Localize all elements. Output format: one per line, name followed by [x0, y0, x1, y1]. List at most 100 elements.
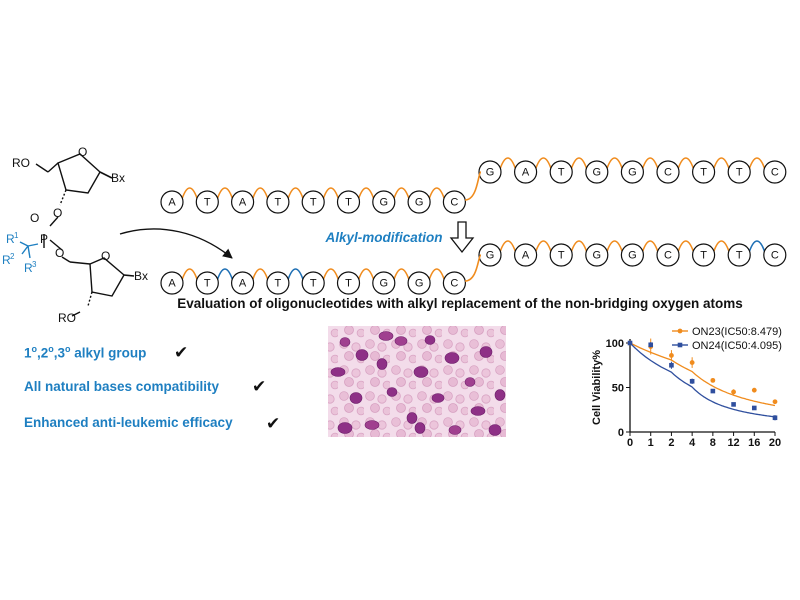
nucleotide-label: C — [664, 250, 672, 262]
feature-bases: All natural bases compatibility — [24, 379, 220, 394]
bond — [99, 171, 113, 179]
strand-link — [180, 187, 200, 203]
strand-link — [250, 187, 270, 203]
nucleotide-bead: A — [231, 271, 255, 295]
strand-link — [356, 187, 376, 203]
nucleotide-label: T — [345, 278, 352, 290]
nucleotide-bead: T — [549, 160, 573, 184]
fit-curve-2 — [629, 342, 776, 418]
r2-label: R — [2, 253, 11, 267]
nucleotide-bead: G — [620, 243, 645, 267]
linker-oxygen-bottom: O — [55, 246, 64, 260]
leukemic-cell — [386, 387, 398, 397]
nucleotide-bead: G — [478, 243, 502, 267]
x-tick-label: 1 — [648, 437, 654, 449]
nucleotide-bead: A — [160, 271, 184, 295]
nucleotide-bead: A — [160, 190, 184, 214]
dinucleotide-structure — [19, 153, 135, 317]
nucleotide-bead: C — [763, 160, 787, 184]
x-tick-label: 4 — [689, 437, 696, 449]
fit-curve-1 — [629, 342, 776, 407]
nucleotide-label: C — [771, 250, 779, 262]
nucleotide-label: T — [345, 197, 352, 209]
bond — [47, 162, 59, 173]
strand-link — [356, 268, 376, 284]
nucleotide-label: C — [664, 167, 672, 179]
leukemic-cell — [378, 331, 394, 341]
r3-label: R — [24, 261, 33, 275]
data-point — [627, 340, 633, 346]
nucleotide-bead: G — [372, 190, 396, 214]
feature-alkyl-group: 1o,2o,3o alkyl group — [24, 344, 147, 361]
strand-link — [250, 268, 270, 284]
leukemic-cell — [337, 422, 353, 434]
ro-top-label: RO — [12, 156, 30, 170]
bx-top-label: Bx — [111, 171, 125, 185]
leukemic-cell — [444, 352, 460, 364]
strand-link — [569, 240, 589, 256]
leukemic-cell — [488, 424, 502, 436]
strand-link — [747, 240, 767, 256]
nucleotide-label: G — [593, 167, 602, 179]
nucleotide-label: T — [700, 167, 707, 179]
ring-oxygen-bottom: O — [101, 249, 110, 263]
leukemic-cell — [448, 425, 462, 435]
data-point — [751, 405, 757, 411]
nucleotide-bead: T — [195, 271, 219, 295]
micrograph-background — [328, 326, 506, 437]
nucleotide-bead: A — [513, 243, 538, 267]
x-tick-label: 0 — [627, 437, 633, 449]
curved-arrow — [119, 228, 233, 259]
leukemic-cell — [464, 377, 476, 387]
nucleotide-bead: A — [513, 160, 538, 184]
strand-link — [747, 157, 767, 173]
leukemic-cell — [479, 346, 493, 358]
blood-smear-micrograph — [328, 326, 506, 437]
alkyl-bond — [27, 245, 31, 259]
nucleotide-bead: C — [656, 160, 680, 184]
data-point — [648, 342, 654, 348]
leukemic-cells — [330, 331, 506, 436]
y-tick-label: 100 — [606, 338, 624, 350]
nucleotide-bead: T — [691, 243, 716, 267]
nucleotide-label: T — [736, 250, 743, 262]
r3-superscript: 3 — [32, 260, 37, 269]
alkyl-bond — [27, 243, 39, 247]
alkyl-bond — [19, 241, 29, 247]
check-icon: ✔ — [174, 343, 189, 363]
leukemic-cell — [364, 420, 380, 430]
legend-marker — [677, 342, 683, 348]
alkyl-bond — [21, 245, 29, 255]
bond — [61, 256, 71, 263]
y-tick-label: 50 — [612, 383, 624, 395]
check-icon: ✔ — [266, 414, 281, 434]
strand-link — [605, 157, 625, 173]
nucleotide-bead: G — [478, 160, 502, 184]
leukemic-cell — [414, 422, 426, 434]
leukemic-cell — [424, 335, 436, 345]
nucleotide-label: G — [628, 250, 637, 262]
bond — [69, 261, 91, 265]
nucleotide-label: T — [275, 197, 282, 209]
feature-efficacy: Enhanced anti-leukemic efficacy — [24, 415, 233, 430]
double-bond-oxygen: O — [30, 211, 39, 225]
data-point — [689, 360, 695, 365]
legend-label: ON23(IC50:8.479) — [692, 326, 782, 338]
x-tick-label: 2 — [668, 437, 674, 449]
strand-link — [569, 157, 589, 173]
nucleotide-bead: T — [336, 271, 361, 295]
data-point — [710, 388, 716, 394]
nucleotide-bead: T — [266, 271, 290, 295]
x-tick-label: 20 — [769, 437, 781, 449]
nucleotide-label: G — [593, 250, 602, 262]
leukemic-cell — [431, 393, 445, 403]
nucleotide-label: A — [168, 197, 176, 209]
nucleotide-bead: G — [620, 160, 645, 184]
linker-oxygen-top: O — [53, 206, 62, 220]
nucleotide-label: A — [522, 250, 530, 262]
nucleotide-label: C — [450, 197, 458, 209]
legend-marker — [677, 328, 683, 334]
nucleotide-bead: G — [585, 160, 609, 184]
nucleotide-label: G — [628, 167, 637, 179]
